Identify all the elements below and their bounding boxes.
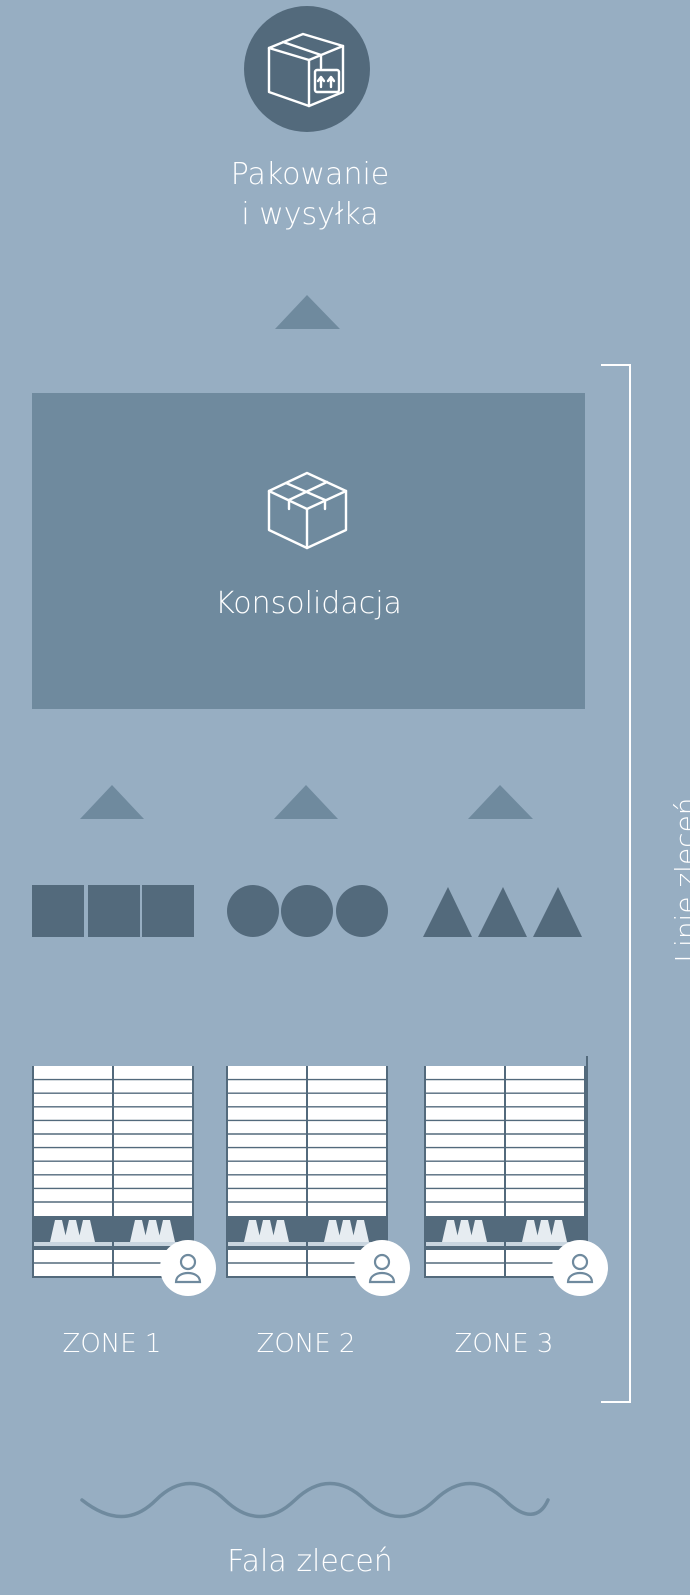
zone-1-label: ZONE 1 xyxy=(62,1329,162,1359)
pick-light xyxy=(550,1220,567,1242)
circle-shape xyxy=(281,885,333,937)
triangle-shape xyxy=(423,887,472,937)
rack-shelves xyxy=(506,1066,584,1216)
packing-label-line2: i wysyłka xyxy=(241,197,379,232)
zone-2-label: ZONE 2 xyxy=(256,1329,356,1359)
rack-shelves xyxy=(308,1066,386,1216)
pick-light xyxy=(522,1220,539,1242)
zone-3-label: ZONE 3 xyxy=(454,1329,554,1359)
rack-zone-1 xyxy=(32,1066,216,1296)
circles-group xyxy=(227,885,388,937)
racks-group xyxy=(32,1056,608,1296)
triangle-shape xyxy=(533,887,582,937)
user-icon xyxy=(368,1253,396,1284)
consolidation-label: Konsolidacja xyxy=(215,586,402,621)
arrow-zone2 xyxy=(274,785,338,819)
triangle-shape xyxy=(478,887,527,937)
consolidation-box xyxy=(32,393,585,709)
pick-light xyxy=(470,1220,487,1242)
pick-light xyxy=(144,1220,161,1242)
packing-label: Pakowanie i wysyłka xyxy=(170,155,450,235)
pick-light xyxy=(258,1220,275,1242)
square-shape xyxy=(88,885,140,937)
rack-shelves xyxy=(228,1066,306,1216)
packing-circle xyxy=(244,6,370,132)
user-icon xyxy=(174,1253,202,1284)
order-lines-label: Linie zleceń xyxy=(669,797,690,963)
box-icon xyxy=(267,471,348,550)
arrow-zone3 xyxy=(468,785,533,819)
pick-light xyxy=(352,1220,369,1242)
rack-zone-2 xyxy=(226,1066,410,1296)
pick-light xyxy=(244,1220,261,1242)
rack-zone-3 xyxy=(424,1056,608,1296)
arrow-zone1 xyxy=(80,785,144,819)
square-shape xyxy=(142,885,194,937)
user-icon xyxy=(566,1253,594,1284)
rack-shelves xyxy=(34,1066,112,1216)
order-lines-bracket xyxy=(601,364,631,1403)
rack-shelves xyxy=(114,1066,192,1216)
pick-light xyxy=(324,1220,341,1242)
order-wave-label: Fala zleceń xyxy=(227,1544,393,1579)
circle-shape xyxy=(227,885,279,937)
arrow-to-packing xyxy=(275,295,340,329)
pick-light xyxy=(536,1220,553,1242)
packing-label-line1: Pakowanie xyxy=(230,157,390,192)
triangles-group xyxy=(423,887,582,937)
order-wave-line xyxy=(80,1481,550,1519)
packing-node xyxy=(244,6,370,132)
squares-group xyxy=(32,885,194,937)
pick-light xyxy=(50,1220,67,1242)
box-up-arrows-icon xyxy=(267,32,345,108)
circle-shape xyxy=(336,885,388,937)
pick-light xyxy=(130,1220,147,1242)
pick-light xyxy=(442,1220,459,1242)
pick-light xyxy=(338,1220,355,1242)
pick-light xyxy=(456,1220,473,1242)
square-shape xyxy=(32,885,84,937)
pick-light xyxy=(272,1220,289,1242)
pick-light xyxy=(158,1220,175,1242)
rack-shelves xyxy=(426,1066,504,1216)
pick-light xyxy=(64,1220,81,1242)
pick-light xyxy=(78,1220,95,1242)
